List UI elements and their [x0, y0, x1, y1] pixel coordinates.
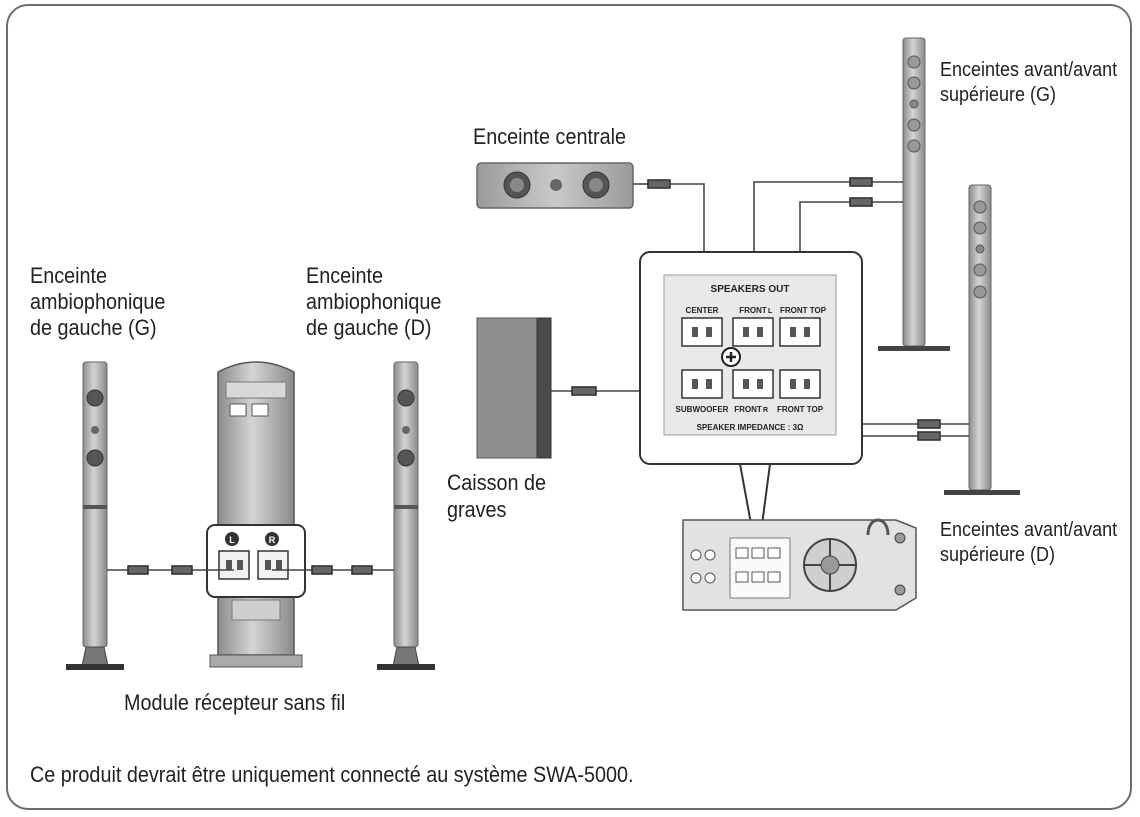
diagram-frame	[6, 4, 1132, 810]
wireless-receiver-module	[209, 361, 303, 668]
front-right-speaker	[944, 184, 1020, 495]
module-port-left-mark: L	[229, 535, 235, 545]
module-port-right-mark: R	[269, 535, 276, 545]
surround-cables	[107, 565, 394, 575]
panel-title: SPEAKERS OUT	[711, 284, 790, 295]
main-unit	[682, 518, 917, 611]
panel-label-center: CENTER	[686, 306, 719, 315]
surround-right-label-line3: de gauche (D)	[306, 315, 432, 340]
surround-left-label-line1: Enceinte	[30, 263, 108, 288]
surround-right-label-line2: ambiophonique	[306, 289, 442, 314]
panel-label-front-left: FRONT	[739, 306, 767, 315]
front-right-label-line2: supérieure (D)	[940, 544, 1056, 566]
panel-label-front-top-left: FRONT TOP	[780, 306, 827, 315]
footer-note: Ce produit devrait être uniquement conne…	[30, 762, 634, 787]
panel-mark-left: L	[768, 308, 773, 315]
center-speaker-label: Enceinte centrale	[473, 124, 626, 149]
surround-right-speaker	[377, 361, 435, 670]
panel-labels: SPEAKERS OUT CENTER FRONT L FRONT TOP SU…	[229, 284, 826, 545]
panel-label-front-top-right: FRONT TOP	[777, 405, 824, 414]
panel-label-subwoofer: SUBWOOFER	[676, 405, 729, 414]
surround-left-label-line2: ambiophonique	[30, 289, 166, 314]
front-left-speaker	[878, 37, 950, 351]
surround-left-speaker	[66, 361, 124, 670]
front-right-label-line1: Enceintes avant/avant	[940, 519, 1118, 541]
front-left-label-line2: supérieure (G)	[940, 84, 1057, 106]
center-speaker	[476, 162, 634, 209]
front-left-label-line1: Enceintes avant/avant	[940, 59, 1118, 81]
surround-right-label-line1: Enceinte	[306, 263, 384, 288]
surround-left-label-line3: de gauche (G)	[30, 315, 157, 340]
panel-impedance: SPEAKER IMPEDANCE : 3Ω	[697, 423, 804, 432]
subwoofer-label-line1: Caisson de	[447, 470, 547, 495]
module-port-zoom	[206, 524, 306, 598]
subwoofer	[476, 317, 552, 459]
subwoofer-label-line2: graves	[447, 497, 507, 522]
speakers-out-panel	[639, 251, 863, 465]
panel-mark-right: R	[763, 407, 768, 414]
wireless-module-label: Module récepteur sans fil	[124, 690, 346, 715]
panel-label-front-right: FRONT	[734, 405, 762, 414]
